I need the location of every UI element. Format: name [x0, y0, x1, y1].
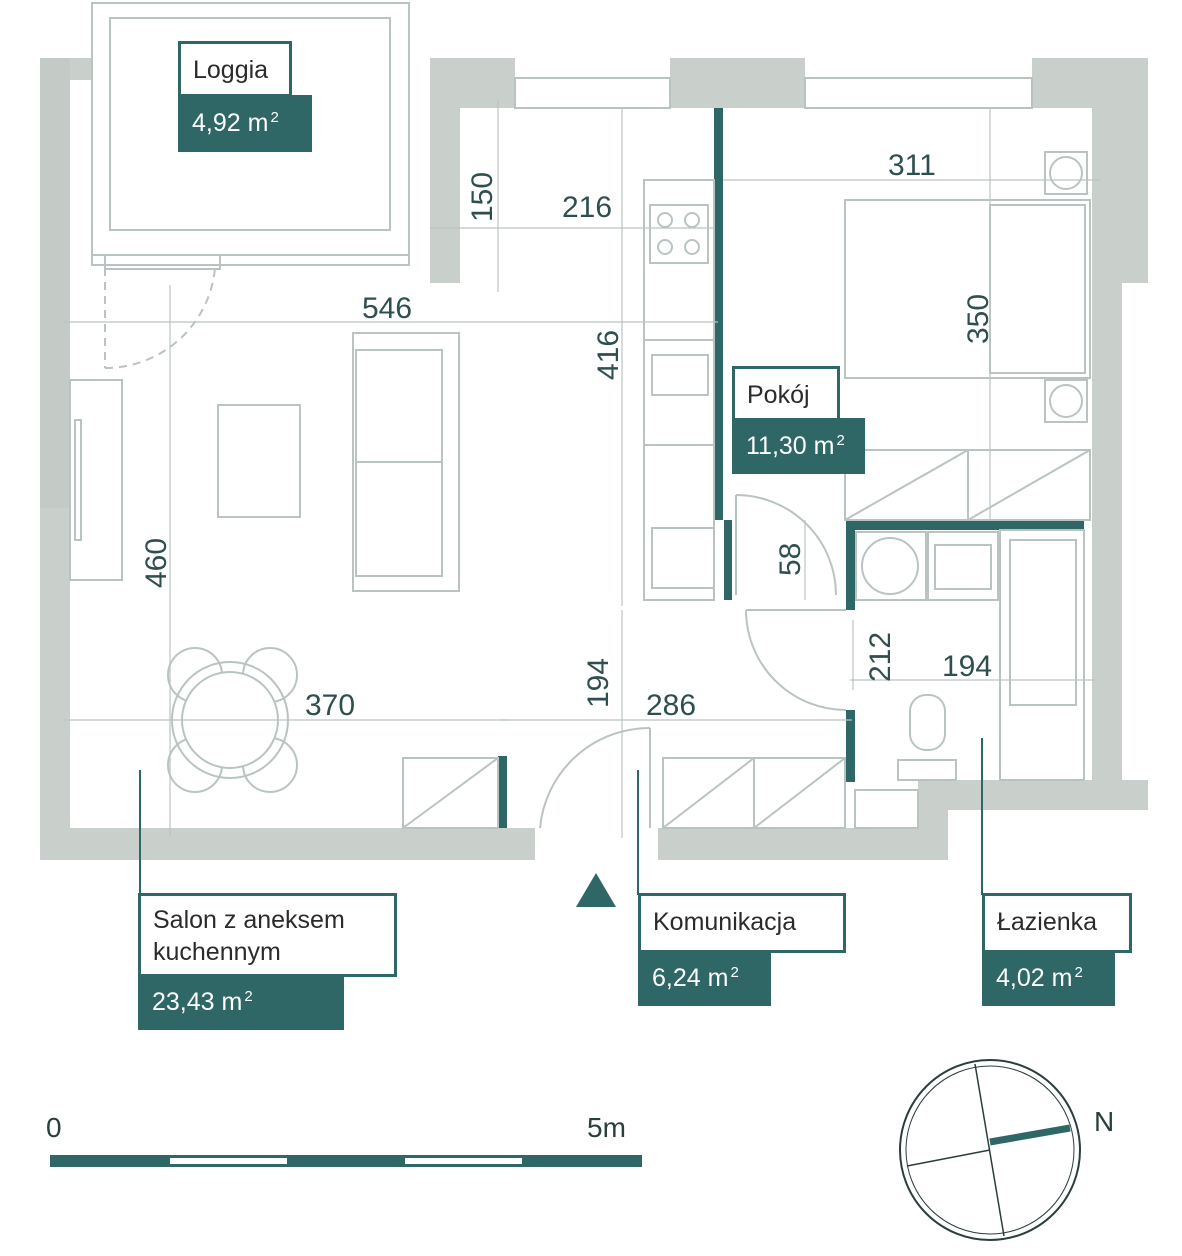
entrance-arrow-icon [576, 873, 616, 907]
dim-370: 370 [305, 689, 355, 722]
dim-58: 58 [774, 543, 807, 576]
lazienka-name: Łazienka [997, 908, 1098, 936]
dim-150: 150 [466, 172, 499, 222]
dim-460: 460 [140, 538, 173, 588]
salon-name-line2: kuchennym [153, 938, 281, 966]
scale-start-label: 0 [46, 1112, 62, 1143]
dimension-lines [63, 100, 1100, 838]
pokoj-name: Pokój [747, 381, 810, 409]
north-label: N [1094, 1106, 1115, 1137]
doors [104, 267, 847, 829]
salon-label: Salon z aneksem kuchennym [138, 893, 397, 977]
compass-icon [899, 1059, 1081, 1241]
walls [40, 58, 1148, 860]
pokoj-label: Pokój [732, 366, 840, 422]
dim-286: 286 [646, 689, 696, 722]
partitions [498, 108, 1084, 828]
windows [104, 77, 1033, 270]
loggia-label: Loggia [178, 41, 292, 97]
dim-350: 350 [962, 294, 995, 344]
loggia-outline [91, 2, 410, 266]
scale-end-label: 5m [587, 1112, 626, 1143]
dim-194-hall: 194 [582, 658, 615, 708]
dim-311: 311 [888, 149, 936, 182]
dim-546: 546 [362, 292, 412, 325]
loggia-name: Loggia [193, 56, 269, 84]
scale-bar [50, 1155, 642, 1167]
bathroom-fixtures [662, 529, 1085, 829]
komunikacja-label: Komunikacja [638, 893, 846, 953]
living-furniture [69, 332, 499, 829]
dim-194-bath: 194 [942, 650, 992, 683]
dim-416: 416 [592, 330, 625, 380]
kitchen [643, 179, 715, 601]
dim-212: 212 [864, 632, 897, 682]
leader-lines [139, 738, 983, 895]
dim-216: 216 [562, 191, 612, 224]
lazienka-label: Łazienka [982, 893, 1132, 953]
salon-name-line1: Salon z aneksem [153, 906, 345, 934]
komunikacja-name: Komunikacja [653, 908, 797, 936]
dimension-labels: 311 150 216 350 546 416 58 460 212 194 1… [140, 149, 995, 722]
